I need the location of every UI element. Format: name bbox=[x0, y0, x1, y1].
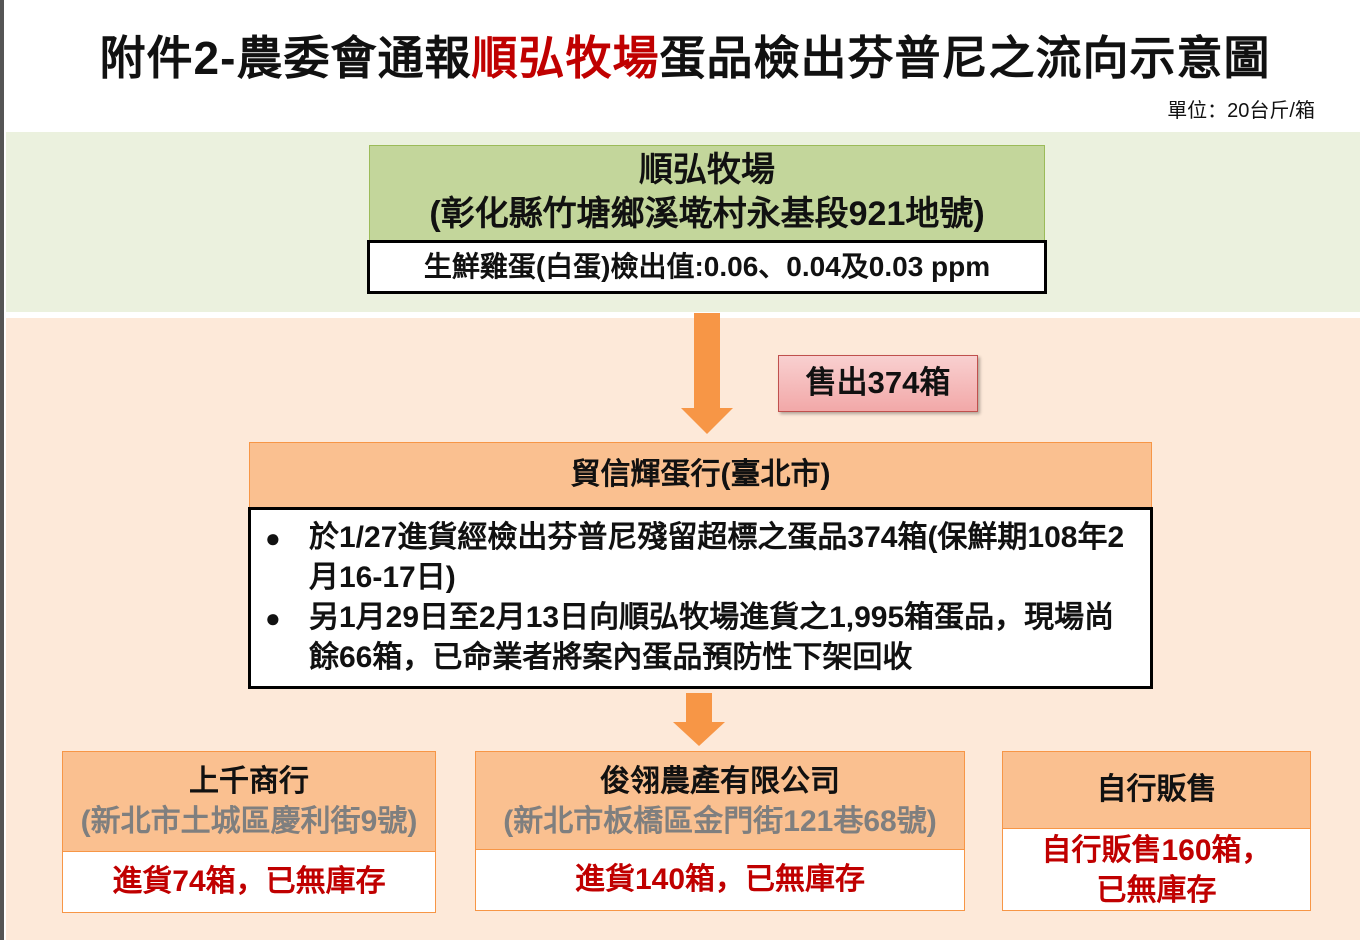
title-suffix: 蛋品檢出芬普尼之流向示意圖 bbox=[659, 32, 1271, 84]
status-line: 已無庫存 bbox=[1096, 874, 1217, 907]
bullet-item: ● 另1月29日至2月13日向順弘牧場進貨之1,995箱蛋品，現場尚餘66箱，已命… bbox=[265, 598, 1130, 678]
bullet-text: 另1月29日至2月13日向順弘牧場進貨之1,995箱蛋品，現場尚餘66箱，已命業… bbox=[309, 601, 1115, 674]
title-highlight: 順弘牧場 bbox=[471, 32, 660, 84]
downstream-address: (新北市板橋區金門街121巷68號) bbox=[503, 805, 937, 838]
downstream-address: (新北市土城區慶利街9號) bbox=[80, 805, 418, 838]
arrow-down-icon bbox=[686, 693, 712, 723]
downstream-name: 上千商行 bbox=[189, 765, 309, 798]
downstream-junling-header: 俊翎農產有限公司 (新北市板橋區金門街121巷68號) bbox=[475, 751, 965, 850]
downstream-junling-status: 進貨140箱，已無庫存 bbox=[475, 849, 965, 911]
bullet-icon: ● bbox=[265, 603, 281, 633]
bullet-item: ● 於1/27進貨經檢出芬普尼殘留超標之蛋品374箱(保鮮期108年2月16-17… bbox=[265, 518, 1130, 598]
page-title: 附件2-農委會通報順弘牧場蛋品檢出芬普尼之流向示意圖 bbox=[20, 22, 1350, 88]
bullet-text: 於1/27進貨經檢出芬普尼殘留超標之蛋品374箱(保鮮期108年2月16-17日… bbox=[309, 521, 1125, 594]
title-prefix: 附件2-農委會通報 bbox=[99, 32, 472, 84]
source-farm-box: 順弘牧場 (彰化縣竹塘鄉溪墘村永基段921地號) bbox=[369, 145, 1045, 241]
arrow-head-icon bbox=[673, 722, 725, 746]
distributor-header: 貿信輝蛋行(臺北市) bbox=[249, 442, 1152, 508]
source-test-result: 生鮮雞蛋(白蛋)檢出值:0.06、0.04及0.03 ppm bbox=[367, 240, 1047, 294]
downstream-self-sale-header: 自行販售 bbox=[1002, 751, 1311, 829]
distributor-details: ● 於1/27進貨經檢出芬普尼殘留超標之蛋品374箱(保鮮期108年2月16-17… bbox=[248, 507, 1153, 689]
arrow-head-icon bbox=[681, 408, 733, 434]
source-address: (彰化縣竹塘鄉溪墘村永基段921地號) bbox=[429, 195, 985, 233]
downstream-name: 俊翎農產有限公司 bbox=[600, 765, 840, 798]
unit-label: 單位：20台斤/箱 bbox=[1167, 100, 1315, 122]
status-line: 自行販售160箱， bbox=[1041, 834, 1272, 867]
downstream-shangqian-header: 上千商行 (新北市土城區慶利街9號) bbox=[62, 751, 436, 852]
source-name: 順弘牧場 bbox=[639, 151, 775, 189]
sold-label: 售出374箱 bbox=[778, 355, 978, 412]
bullet-icon: ● bbox=[265, 523, 281, 553]
left-edge bbox=[0, 0, 4, 940]
downstream-shangqian-status: 進貨74箱，已無庫存 bbox=[62, 851, 436, 913]
arrow-down-icon bbox=[694, 313, 720, 408]
downstream-self-sale-status: 自行販售160箱， 已無庫存 bbox=[1002, 828, 1311, 911]
